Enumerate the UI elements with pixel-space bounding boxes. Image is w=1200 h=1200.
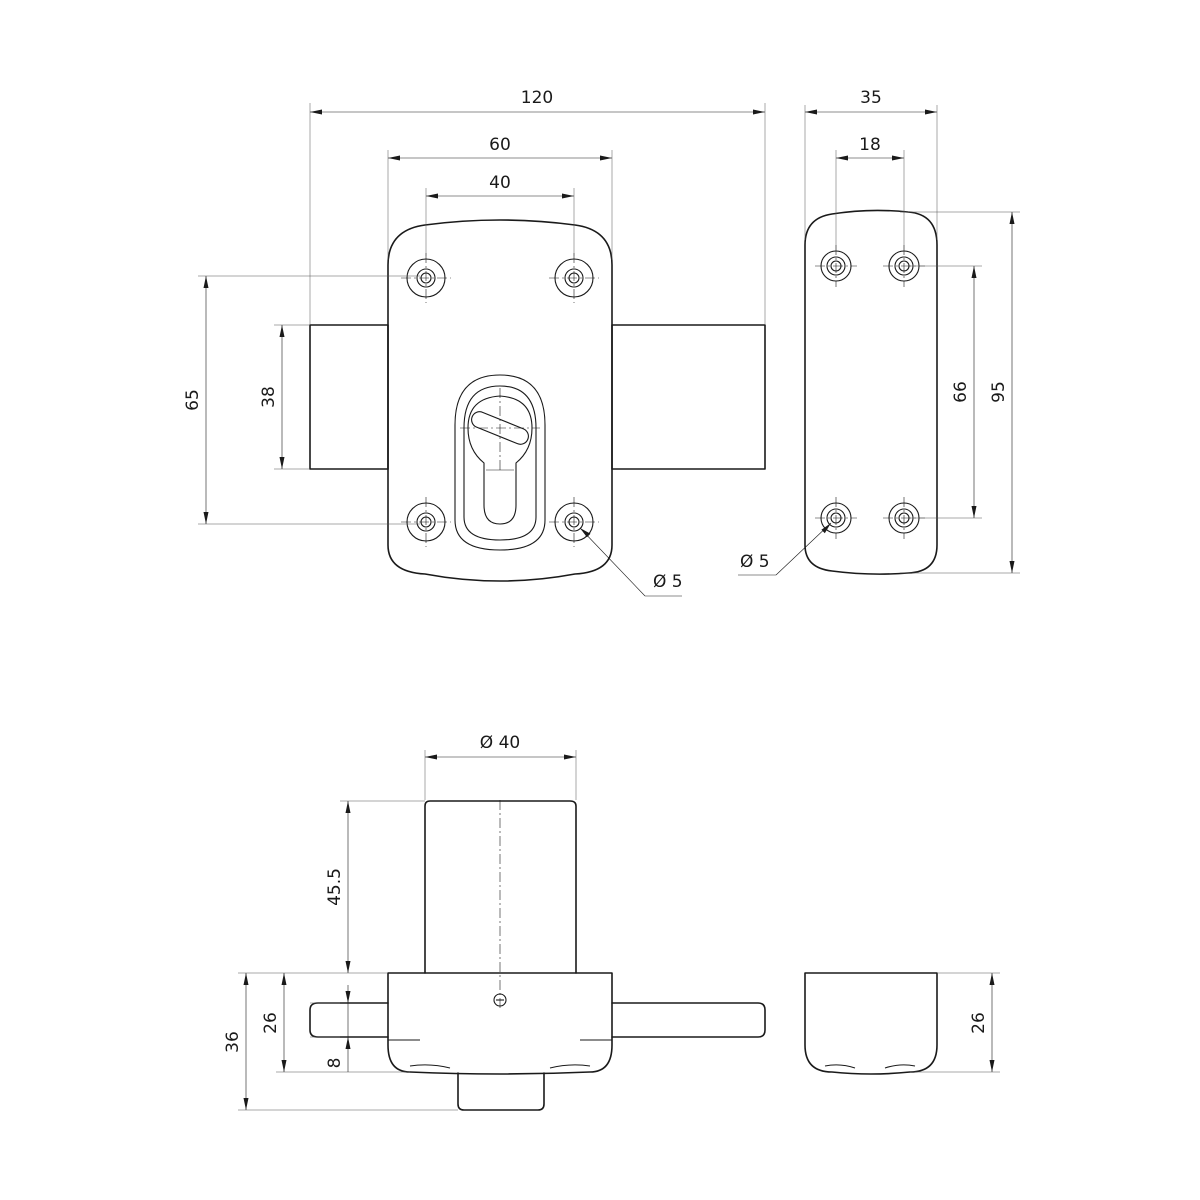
dim-plate-hole-range: 65 — [183, 389, 203, 411]
dim-total-depth: 36 — [223, 1031, 243, 1053]
strike-top-view: 26 — [804, 972, 1000, 1075]
strike-dimensions: 35 18 66 95 Ø 5 — [738, 88, 1020, 576]
strike-block — [804, 972, 938, 1075]
top-view — [309, 800, 766, 1111]
top-dimensions: Ø 40 45.5 36 26 8 — [223, 733, 577, 1111]
dim-strike-width: 35 — [860, 88, 882, 108]
mounting-hole — [401, 497, 451, 547]
dim-hole-dia-front: Ø 5 — [653, 572, 683, 592]
strike-plate — [804, 209, 938, 575]
cylinder-barrel — [424, 800, 577, 974]
dim-plate-width: 60 — [489, 135, 511, 155]
front-dimensions: 120 60 40 65 38 Ø 5 — [183, 88, 766, 597]
dim-cylinder-length: 45.5 — [325, 868, 345, 906]
dim-strike-hole-spacing: 18 — [859, 135, 881, 155]
dim-strike-height: 95 — [989, 381, 1009, 403]
lock-body — [387, 972, 613, 1075]
bolt-rod-left — [309, 1002, 389, 1038]
dim-cylinder-dia: Ø 40 — [480, 733, 520, 753]
dim-hole-spacing: 40 — [489, 173, 511, 193]
cylinder-cam — [471, 411, 529, 445]
bolt-bar-right — [611, 324, 766, 470]
front-view — [309, 219, 766, 582]
lock-plate — [387, 219, 613, 582]
dim-bolt-height: 38 — [259, 386, 279, 408]
mounting-hole — [549, 253, 599, 303]
dim-strike-hole-vertical: 66 — [951, 381, 971, 403]
body-screw — [493, 993, 507, 1007]
strike-hole — [815, 245, 857, 287]
thumb-knob — [457, 1072, 545, 1111]
mounting-hole — [401, 253, 451, 303]
bolt-rod-right — [611, 1002, 766, 1038]
bolt-bar-left — [309, 324, 389, 470]
strike-plate-view — [804, 209, 938, 575]
dim-hole-dia-strike: Ø 5 — [740, 552, 770, 572]
mounting-hole — [549, 497, 599, 547]
dim-strike-depth: 26 — [969, 1012, 989, 1034]
cylinder-escutcheon-outer — [454, 374, 546, 551]
dim-bolt-offset: 8 — [325, 1058, 345, 1069]
dim-body-depth: 26 — [261, 1012, 281, 1034]
strike-hole — [815, 497, 857, 539]
dim-overall-width: 120 — [521, 88, 553, 108]
